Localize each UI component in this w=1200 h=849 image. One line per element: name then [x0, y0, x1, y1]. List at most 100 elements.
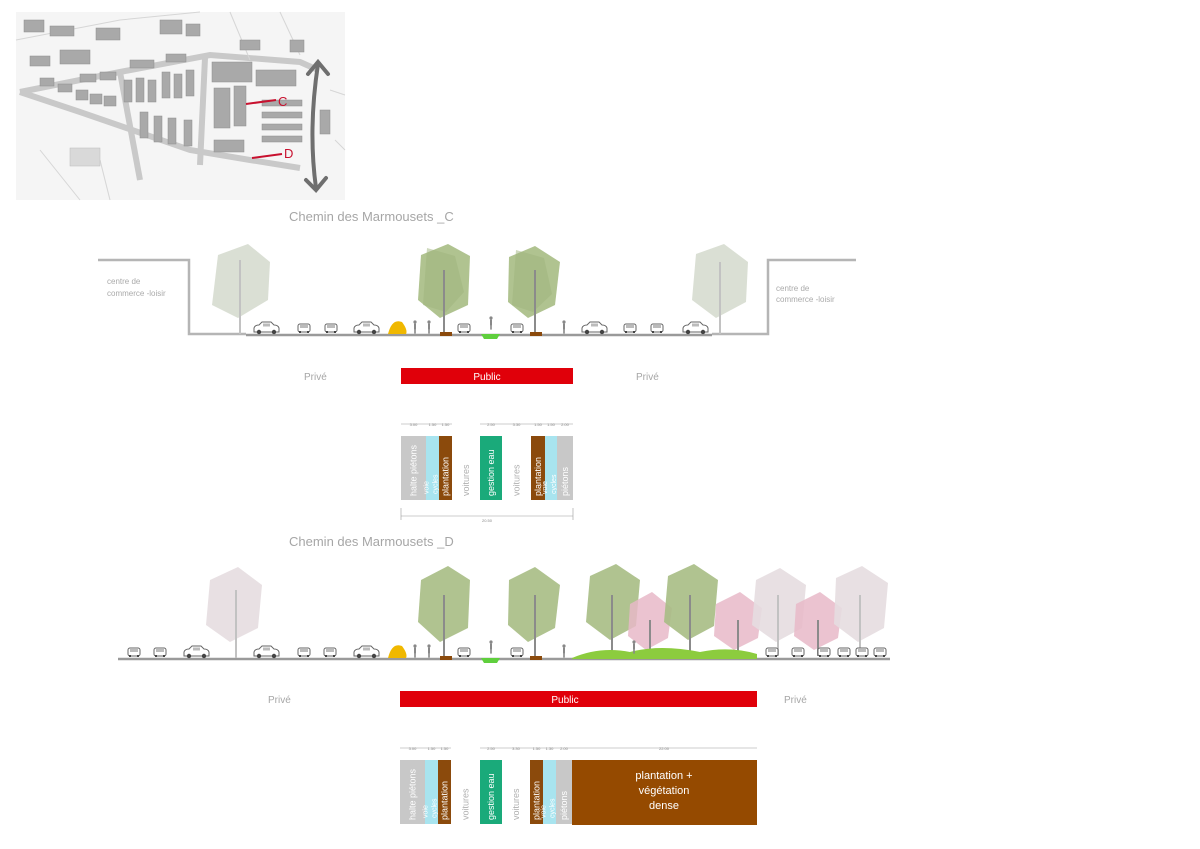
car-icon — [353, 645, 380, 659]
prive-right-d: Privé — [784, 695, 807, 706]
lane-voie-cycles-2 — [543, 760, 556, 824]
map-thin-lines — [15, 11, 346, 201]
map-building — [261, 123, 303, 131]
total-dimension-c: 20.50 — [482, 518, 493, 523]
map-building — [95, 27, 121, 41]
map-building — [147, 79, 157, 103]
double-arrow-icon — [304, 58, 330, 193]
car-icon — [855, 647, 869, 658]
left-building-label-2: commerce -loisir — [107, 289, 166, 298]
lane-label-pietons: piétons — [559, 790, 569, 820]
lane-gestion-eau — [480, 760, 502, 824]
dense-label-3: dense — [649, 800, 679, 812]
site-map: C D — [15, 11, 346, 201]
lane-label-plantation-1: plantation — [441, 457, 451, 496]
public-label-d: Public — [551, 695, 578, 706]
green-tree-1-c — [418, 244, 470, 334]
person-icon — [562, 320, 566, 334]
map-building — [183, 119, 193, 147]
lane-label-voitures-2: voitures — [511, 788, 521, 820]
map-building — [165, 53, 187, 63]
lane-pietons — [556, 760, 572, 824]
car-icon — [510, 647, 524, 658]
car-icon — [253, 645, 280, 659]
prive-left-d: Privé — [268, 695, 291, 706]
bush-icon — [388, 645, 407, 658]
person-icon — [413, 644, 417, 658]
map-building — [319, 109, 331, 135]
map-building — [211, 61, 253, 83]
car-icon — [297, 647, 311, 658]
map-building — [23, 19, 45, 33]
dimension-label: 1.50 — [547, 422, 556, 427]
right-building-outline — [712, 258, 856, 336]
car-icon — [323, 647, 337, 658]
car-icon — [817, 647, 831, 658]
map-building — [261, 135, 303, 143]
dimension-label: 2.50 — [487, 422, 496, 427]
car-icon — [324, 323, 338, 334]
person-icon — [562, 644, 566, 658]
map-building — [159, 19, 183, 35]
person-icon — [427, 320, 431, 334]
map-building — [161, 71, 171, 99]
car-icon — [153, 647, 167, 658]
prive-left-c: Privé — [304, 372, 327, 383]
planter-icon — [530, 332, 542, 336]
lane-plantation-1 — [438, 760, 451, 824]
dimension-label: 3.30 — [512, 746, 521, 751]
dimension-label: 3.00 — [409, 746, 418, 751]
map-building — [185, 69, 195, 97]
grass-strip — [572, 648, 757, 659]
left-building-outline — [98, 258, 246, 336]
map-building — [213, 139, 245, 153]
dense-trees-d — [586, 564, 888, 656]
map-building — [185, 23, 201, 37]
car-icon — [457, 323, 471, 334]
green-tree-2-d — [508, 567, 560, 658]
dimension-label: 3.30 — [513, 422, 522, 427]
dimension-label: 1.30 — [546, 746, 555, 751]
left-building-label-1: centre de — [107, 277, 141, 286]
map-building — [239, 39, 261, 51]
grey-tree-right-c — [692, 244, 748, 334]
marker-c-line — [245, 99, 277, 105]
public-label-c: Public — [473, 372, 500, 383]
lane-gestion-eau — [480, 436, 502, 500]
public-bar-d — [400, 691, 757, 707]
dense-vegetation-block — [572, 760, 757, 825]
map-building — [173, 73, 183, 99]
map-building — [57, 83, 73, 93]
dimension-label: 1.50 — [534, 422, 543, 427]
car-icon — [253, 321, 280, 335]
swale-icon — [481, 334, 500, 339]
grey-tree-left-c — [212, 244, 270, 334]
section-c: Chemin des Marmousets _C centre de comme… — [98, 209, 856, 523]
car-icon — [510, 323, 524, 334]
lane-label-voitures-2: voitures — [512, 464, 522, 496]
map-building — [103, 95, 117, 107]
dimension-label: 3.00 — [410, 422, 419, 427]
car-icon — [297, 323, 311, 334]
map-building — [261, 99, 303, 107]
person-icon — [427, 644, 431, 658]
lane-plantation-1 — [439, 436, 452, 500]
car-icon — [791, 647, 805, 658]
dimension-label: 1.50 — [442, 422, 451, 427]
map-building — [29, 55, 51, 67]
map-building — [75, 89, 89, 101]
car-icon — [183, 645, 210, 659]
lane-label-plantation-1: plantation — [440, 781, 450, 820]
marker-c-label: C — [278, 94, 287, 109]
car-icon — [353, 321, 380, 335]
lane-pietons — [557, 436, 573, 500]
green-tree-1-d — [418, 566, 470, 658]
car-icon — [873, 647, 887, 658]
right-building-label-1: centre de — [776, 284, 810, 293]
pinkgrey-tree-left-d — [206, 567, 262, 658]
map-building — [153, 115, 163, 143]
cyclist-icon — [489, 316, 493, 330]
